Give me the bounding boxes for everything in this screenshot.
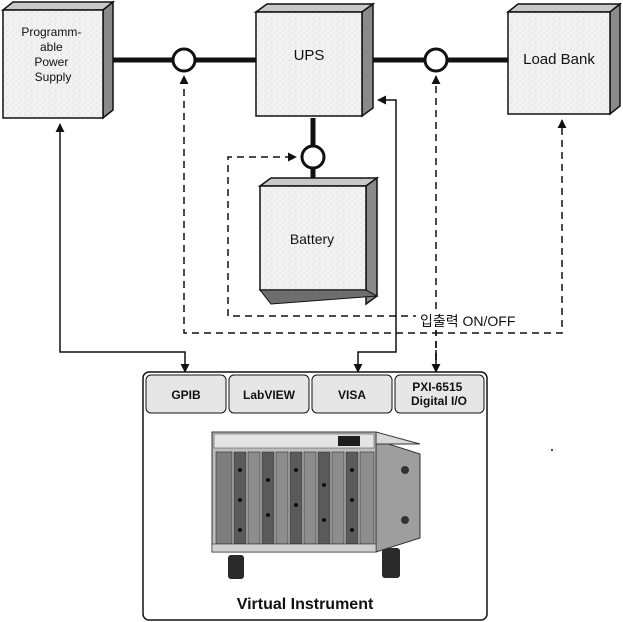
switch-node-ups-load	[425, 49, 447, 71]
tab-gpib-label: GPIB	[171, 388, 201, 402]
stray-mark	[551, 449, 553, 451]
ups-block: UPS	[256, 4, 373, 116]
switch-node-ups-battery	[302, 146, 324, 168]
virtual-instrument-panel: GPIB LabVIEW VISA PXI-6515 Digital I/O	[143, 372, 487, 620]
instrument-tabs: GPIB LabVIEW VISA PXI-6515 Digital I/O	[146, 375, 484, 413]
tab-pxi-6515-label: PXI-6515 Digital I/O	[411, 380, 467, 408]
ctrl-load-bank	[436, 120, 562, 333]
load-bank-label: Load Bank	[523, 51, 595, 68]
tab-visa-label: VISA	[338, 388, 366, 402]
link-supply-gpib	[60, 124, 185, 372]
power-supply-block: Programm- able Power Supply	[3, 2, 113, 118]
switch-node-supply-ups	[173, 49, 195, 71]
battery-label: Battery	[290, 231, 334, 247]
ups-label: UPS	[294, 47, 325, 64]
instrument-title: Virtual Instrument	[237, 596, 374, 613]
battery-block: Battery	[260, 178, 377, 304]
load-bank-block: Load Bank	[508, 4, 620, 114]
tab-labview-label: LabVIEW	[243, 388, 296, 402]
control-label: 입출력 ON/OFF	[420, 313, 515, 329]
